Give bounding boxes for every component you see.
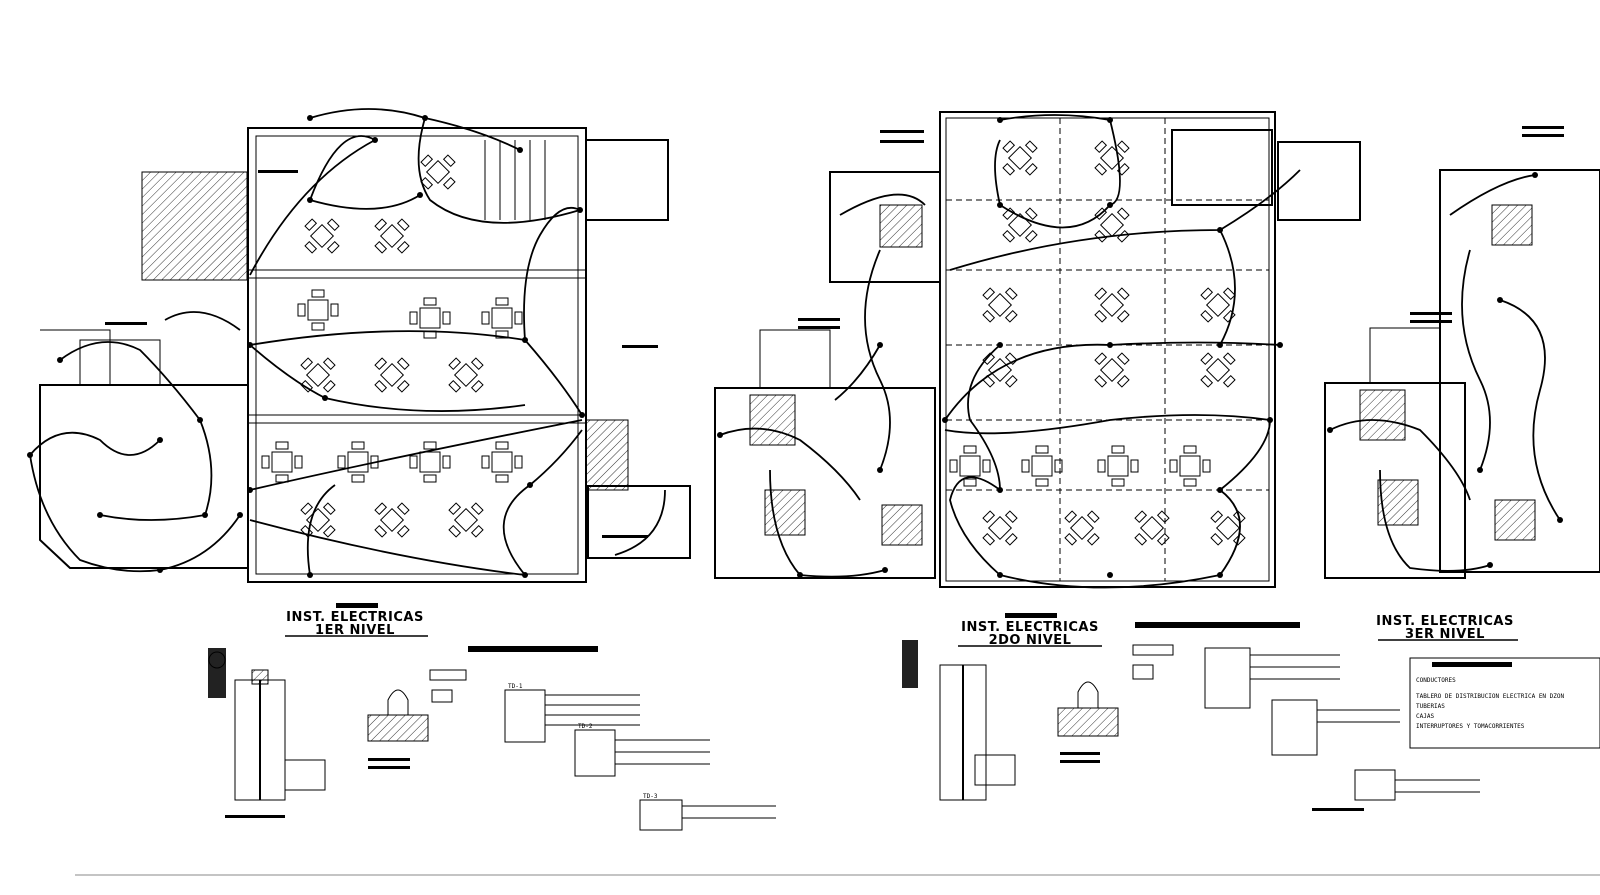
panel-td1-label: TD-1 [508, 683, 523, 690]
level-2-title-line2: 2DO NIVEL [989, 633, 1072, 648]
note-item-2: TABLERO DE DISTRIBUCION ELECTRICA EN DZO… [1416, 693, 1564, 700]
level-2-title-line1: INST. ELECTRICAS [961, 620, 1099, 635]
grounding-detail-2 [902, 640, 1016, 801]
conduit-detail-1 [367, 689, 429, 769]
grounding-detail-1 [208, 648, 326, 818]
note-item-3: TUBERIAS [1416, 703, 1445, 710]
note-item-4: CAJAS [1416, 713, 1434, 720]
level-2-title: INST. ELECTRICAS 2DO NIVEL [958, 613, 1102, 648]
single-line-diagram-1: TD-1 TD-2 TD-3 [429, 646, 776, 831]
note-item-5: INTERRUPTORES Y TOMACORRIENTES [1416, 723, 1525, 730]
note-item-1: CONDUCTORES [1416, 677, 1456, 684]
notes-box: CONDUCTORES TABLERO DE DISTRIBUCION ELEC… [1409, 657, 1600, 749]
panel-td2-label: TD-2 [578, 723, 593, 730]
conduit-detail-2 [1057, 681, 1119, 763]
level-3-title: INST. ELECTRICAS 3ER NIVEL [1376, 614, 1518, 642]
level-3-title-line1: INST. ELECTRICAS [1376, 614, 1514, 629]
plan-level-1 [27, 108, 691, 583]
plan-level-2 [714, 111, 1361, 589]
level-1-title-line1: INST. ELECTRICAS [286, 610, 424, 625]
level-3-title-line2: 3ER NIVEL [1405, 627, 1485, 642]
plan-level-3 [1324, 126, 1600, 579]
panel-td3-label: TD-3 [643, 793, 658, 800]
single-line-diagram-2 [1132, 622, 1480, 811]
level-1-title-line2: 1ER NIVEL [315, 623, 395, 638]
level-1-title: INST. ELECTRICAS 1ER NIVEL [285, 603, 428, 638]
